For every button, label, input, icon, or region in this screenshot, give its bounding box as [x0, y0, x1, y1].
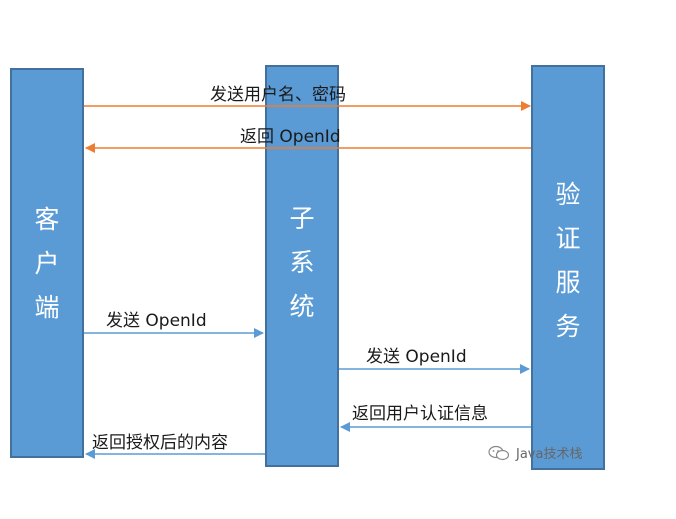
msg-return-openid: 返回 OpenId: [240, 127, 341, 147]
watermark-text: Java技术栈: [516, 447, 583, 462]
wechat-icon: [488, 445, 510, 460]
msg-return-content: 返回授权后的内容: [92, 433, 228, 453]
msg-send-openid-subsystem: 发送 OpenId: [366, 347, 467, 367]
subsystem-lane: 子 系 统: [265, 65, 339, 467]
msg-send-openid-client: 发送 OpenId: [106, 311, 207, 331]
watermark: Java技术栈: [488, 443, 582, 462]
client-lane: 客 户 端: [10, 68, 84, 458]
subsystem-label: 子 系 统: [289, 204, 315, 321]
msg-return-auth-info: 返回用户认证信息: [352, 404, 488, 424]
msg-send-credentials: 发送用户名、密码: [210, 85, 346, 105]
auth-service-lane: 验 证 服 务: [531, 65, 605, 470]
client-label: 客 户 端: [34, 205, 60, 322]
auth-service-label: 验 证 服 务: [555, 180, 581, 341]
